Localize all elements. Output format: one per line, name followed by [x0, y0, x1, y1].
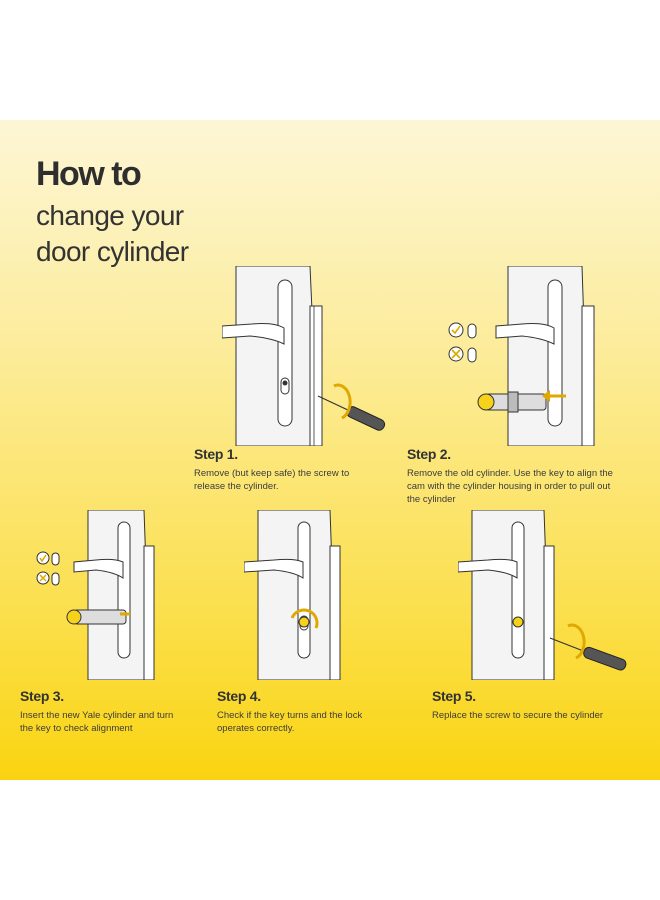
door-panel [257, 510, 341, 680]
screwdriver-icon [317, 395, 386, 431]
step1-illustration [222, 266, 386, 446]
step4-illustration [244, 510, 341, 680]
heading-how-to: How to [36, 155, 142, 193]
step-3: Step 3. Insert the new Yale cylinder and… [20, 688, 173, 735]
step-2-title: Step 2. [407, 446, 451, 462]
step-3-title: Step 3. [20, 688, 64, 704]
step-4: Step 4. Check if the key turns and the l… [217, 688, 362, 735]
step-4-title: Step 4. [217, 688, 261, 704]
step-2-description: Remove the old cylinder. Use the key to … [407, 468, 613, 505]
step-4-description: Check if the key turns and the lock oper… [217, 710, 363, 734]
door-panel [471, 510, 555, 680]
check-icon [36, 551, 60, 566]
rotate-arrow-icon [290, 608, 319, 629]
cross-icon [448, 346, 477, 363]
door-handle-icon [495, 279, 563, 427]
heading-line-1: change your [36, 200, 184, 231]
step5-illustration [458, 510, 627, 680]
screwdriver-icon [549, 637, 627, 671]
door-panel [235, 266, 323, 446]
pull-arrow-icon [542, 390, 566, 402]
check-icon [448, 322, 477, 339]
step-1-title: Step 1. [194, 446, 238, 462]
door-handle-icon [458, 521, 525, 659]
step3-illustration [36, 510, 155, 680]
step-5-description: Replace the screw to secure the cylinder [432, 710, 604, 721]
cylinder-icon [477, 391, 547, 413]
step2-illustration [448, 266, 595, 446]
step-3-description: Insert the new Yale cylinder and turn th… [20, 710, 174, 734]
rotate-arrow-icon [333, 383, 352, 420]
step-5: Step 5. Replace the screw to secure the … [432, 688, 603, 722]
door-handle-icon [222, 279, 293, 427]
step-1: Step 1. Remove (but keep safe) the screw… [194, 446, 349, 493]
heading-line-2: door cylinder [36, 236, 189, 267]
cross-icon [36, 571, 60, 586]
step-5-title: Step 5. [432, 688, 476, 704]
step-1-description: Remove (but keep safe) the screw to rele… [194, 468, 350, 492]
step-2: Step 2. Remove the old cylinder. Use the… [407, 446, 613, 506]
cylinder-icon [66, 609, 130, 625]
rotate-arrow-icon [567, 623, 586, 660]
key-icon [298, 616, 310, 628]
